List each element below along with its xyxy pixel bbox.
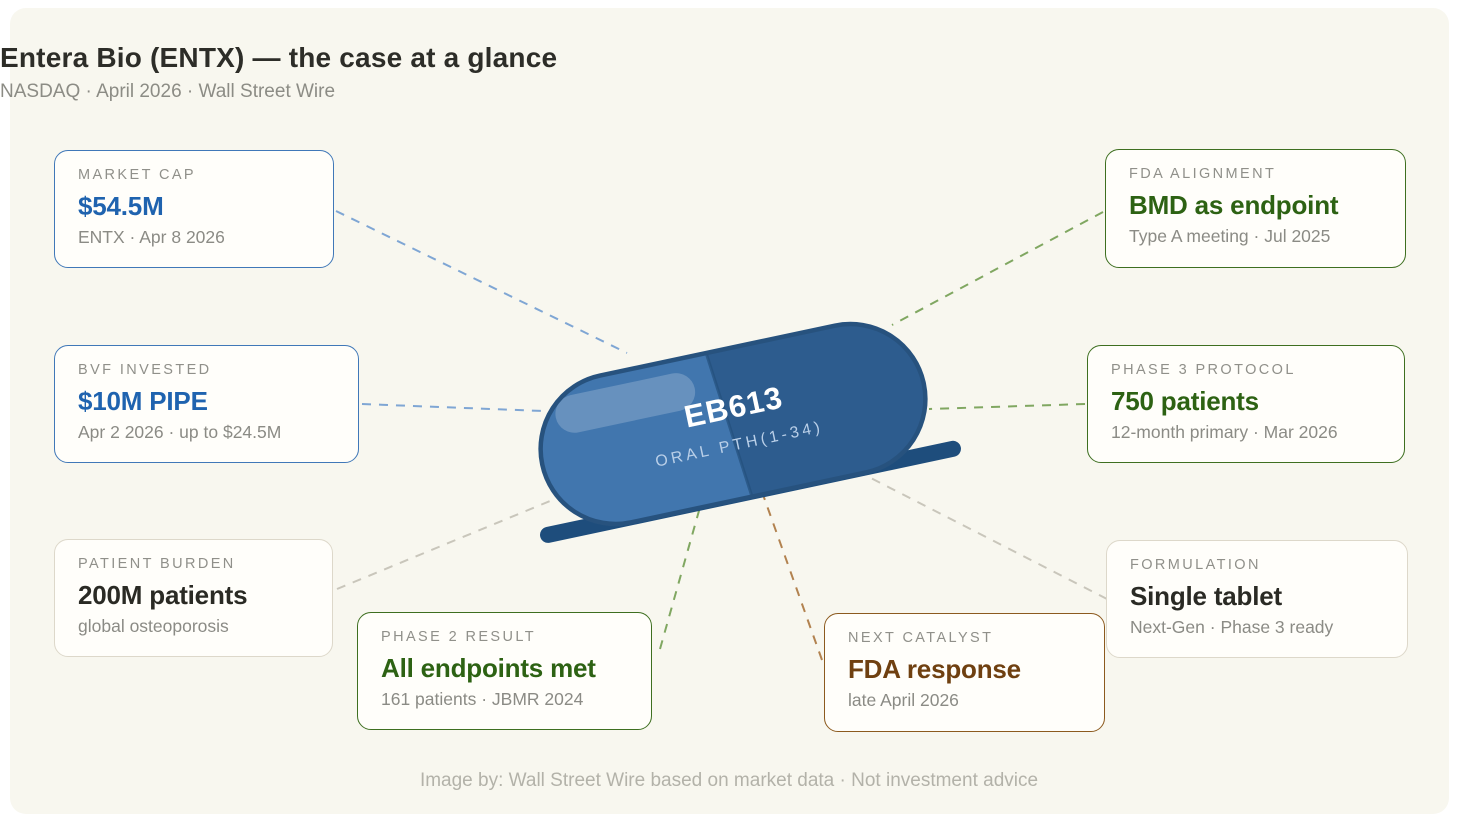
card-next-catalyst: NEXT CATALYST FDA response late April 20… [824, 613, 1105, 732]
pill-illustration: EB613 ORAL PTH(1-34) [538, 310, 961, 543]
card-label: BVF INVESTED [78, 362, 212, 378]
card-value: $10M PIPE [78, 386, 208, 416]
card-subtext: Apr 2 2026 · up to $24.5M [78, 422, 282, 442]
card-fda-alignment: FDA ALIGNMENT BMD as endpoint Type A mee… [1105, 149, 1406, 268]
card-subtext: Type A meeting · Jul 2025 [1129, 226, 1331, 246]
card-subtext: ENTX · Apr 8 2026 [78, 227, 225, 247]
card-label: FDA ALIGNMENT [1129, 166, 1277, 182]
capsule-highlight [555, 373, 696, 433]
capsule-seam [703, 347, 755, 502]
card-label: MARKET CAP [78, 167, 197, 183]
connector-bvf-invested [361, 403, 544, 412]
card-subtext: 161 patients · JBMR 2024 [381, 689, 584, 709]
connector-fda-alignment [891, 211, 1104, 326]
card-value: FDA response [848, 654, 1021, 684]
capsule-outline [538, 321, 928, 527]
card-phase-2-result: PHASE 2 RESULT All endpoints met 161 pat… [357, 612, 652, 730]
card-label: PHASE 2 RESULT [381, 629, 537, 645]
card-value: 750 patients [1111, 386, 1259, 416]
card-label: FORMULATION [1130, 557, 1261, 573]
card-subtext: late April 2026 [848, 690, 959, 710]
page-subtitle: NASDAQ · April 2026 · Wall Street Wire [0, 81, 336, 102]
card-value: 200M patients [78, 580, 248, 610]
connector-formulation [860, 472, 1108, 600]
card-value: All endpoints met [381, 653, 596, 683]
connector-phase-3 [928, 403, 1086, 410]
card-market-cap: MARKET CAP $54.5M ENTX · Apr 8 2026 [54, 150, 334, 268]
card-value: $54.5M [78, 191, 164, 221]
card-label: PHASE 3 PROTOCOL [1111, 362, 1296, 378]
card-formulation: FORMULATION Single tablet Next-Gen · Pha… [1106, 540, 1408, 658]
card-value: BMD as endpoint [1129, 190, 1339, 220]
card-phase-3-protocol: PHASE 3 PROTOCOL 750 patients 12-month p… [1087, 345, 1405, 463]
connector-market-cap [335, 210, 628, 354]
card-bvf-invested: BVF INVESTED $10M PIPE Apr 2 2026 · up t… [54, 345, 359, 463]
card-value: Single tablet [1130, 581, 1282, 611]
capsule-right-half [704, 310, 940, 502]
card-label: PATIENT BURDEN [78, 556, 236, 572]
page-title: Entera Bio (ENTX) — the case at a glance [0, 42, 558, 73]
card-subtext: Next-Gen · Phase 3 ready [1130, 617, 1334, 637]
connector-next-catalyst [760, 488, 823, 661]
connector-patient-burden [336, 493, 568, 590]
card-patient-burden: PATIENT BURDEN 200M patients global oste… [54, 539, 333, 657]
credit-line: Image by: Wall Street Wire based on mark… [419, 770, 1039, 791]
card-label: NEXT CATALYST [848, 630, 994, 646]
card-subtext: global osteoporosis [78, 616, 229, 636]
card-subtext: 12-month primary · Mar 2026 [1111, 422, 1338, 442]
